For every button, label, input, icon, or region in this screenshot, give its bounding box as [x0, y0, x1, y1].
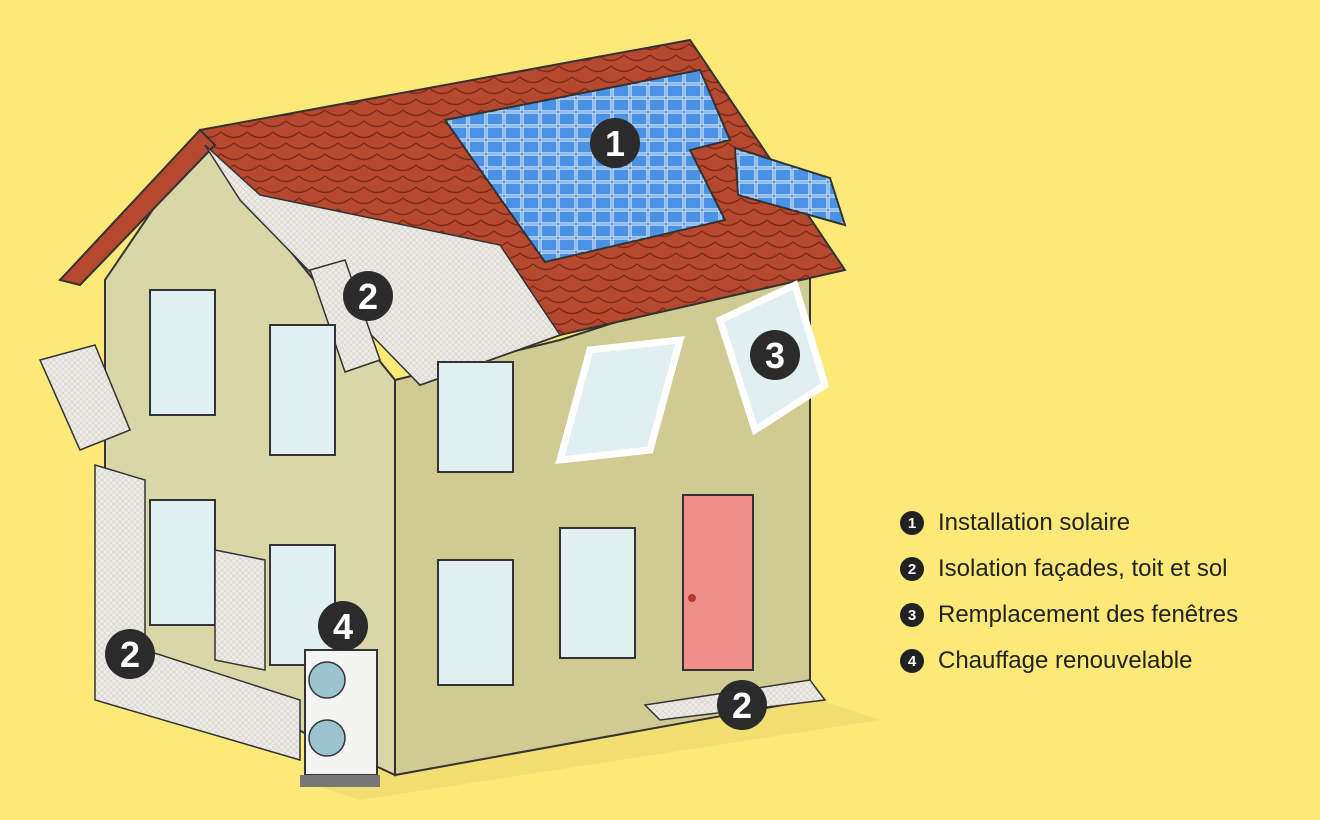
legend-number-badge: 3: [900, 603, 924, 627]
legend: 1 Installation solaire 2 Isolation façad…: [900, 500, 1300, 684]
legend-item: 1 Installation solaire: [900, 500, 1300, 546]
window-front-lower-1: [437, 559, 514, 686]
svg-text:4: 4: [333, 606, 353, 647]
solar-panel-main: [443, 68, 732, 264]
legend-label: Chauffage renouvelable: [938, 647, 1193, 674]
svg-text:1: 1: [605, 123, 625, 164]
window-left-upper-1: [149, 289, 216, 416]
legend-item: 2 Isolation façades, toit et sol: [900, 546, 1300, 592]
door-knob: [688, 594, 696, 602]
legend-number-badge: 1: [900, 511, 924, 535]
replaced-window-1: [555, 335, 685, 465]
window-left-upper-2: [269, 324, 336, 456]
legend-label: Remplacement des fenêtres: [938, 601, 1239, 628]
marker-heating: 4: [318, 601, 368, 651]
wall-insulation-slab: [38, 344, 131, 451]
marker-insulation-roof: 2: [343, 271, 393, 321]
svg-text:2: 2: [358, 276, 378, 317]
heat-pump-fan-top: [308, 661, 346, 699]
window-left-lower-2: [269, 544, 336, 666]
svg-text:3: 3: [765, 335, 785, 376]
window-front-lower-2: [559, 527, 636, 659]
legend-label: Isolation façades, toit et sol: [938, 555, 1228, 582]
legend-number-badge: 4: [900, 649, 924, 673]
legend-item: 4 Chauffage renouvelable: [900, 638, 1300, 684]
roof-left-eave: [58, 128, 217, 287]
heat-pump-fan-bottom: [308, 719, 346, 757]
heat-pump: [300, 649, 380, 787]
window-front-upper: [437, 361, 514, 473]
marker-insulation-wall: 2: [105, 629, 155, 679]
wall-insulation-blocks: [94, 463, 301, 762]
marker-solar: 1: [590, 118, 640, 168]
svg-text:2: 2: [120, 634, 140, 675]
legend-label: Installation solaire: [938, 509, 1131, 536]
front-door: [682, 494, 754, 671]
marker-windows: 3: [750, 330, 800, 380]
solar-panel-separate: [733, 146, 847, 227]
legend-item: 3 Remplacement des fenêtres: [900, 592, 1300, 638]
roof-insulation: [204, 144, 562, 386]
wall-insulation-block-mid: [214, 549, 266, 671]
svg-text:2: 2: [732, 685, 752, 726]
window-left-lower-1: [149, 499, 216, 626]
marker-insulation-floor: 2: [717, 680, 767, 730]
legend-number-badge: 2: [900, 557, 924, 581]
